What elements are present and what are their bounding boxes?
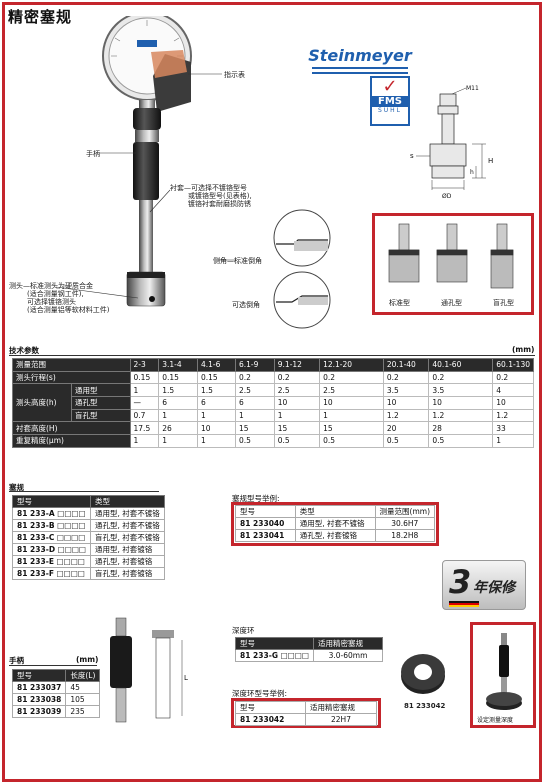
gauge-divider: [9, 491, 159, 492]
dim-H-label: H: [488, 157, 493, 165]
dimension-drawing: M11 s H h ØD: [410, 85, 493, 200]
table-row: 81 233-B □□□□通孔型, 衬套不镀铬: [12, 519, 165, 532]
brand-logo: Steinmeyer ✓ FMS SUHL: [306, 46, 414, 128]
dim-h-label: h: [470, 169, 474, 176]
probe-type-blind: 盲孔型: [493, 299, 514, 307]
callout-handle: 手柄: [86, 150, 100, 158]
callout-probe: 测头—标准测头为硬质合金 (适合测量钢工件), 可选择镀铬测头 (适合测量铝等软…: [9, 282, 110, 314]
dim-thread-label: M11: [466, 85, 479, 92]
warranty-text: 年保修: [473, 580, 515, 596]
table-row: 81 233-G □□□□3.0-60mm: [235, 649, 383, 662]
callout-sleeve: 衬套—可选择不镀铬型号 或镀铬型号(见表格), 镀铬衬套耐磨损防锈: [170, 184, 252, 208]
callout-indicator: 指示表: [224, 71, 245, 79]
dim-s-label: s: [410, 152, 414, 160]
depth-setting-illustration: [486, 633, 522, 710]
probe-type-through: 通孔型: [441, 299, 462, 307]
dim-od-label: ØD: [442, 193, 452, 200]
chamfer-detail-standard: [273, 209, 331, 267]
table-row: 81 233-D □□□□通用型, 衬套镀铬: [12, 543, 165, 556]
spec-section-title: 技术参数: [9, 346, 39, 355]
table-row: 81 233-F □□□□盲孔型, 衬套镀铬: [12, 567, 165, 580]
spec-unit: (mm): [512, 345, 535, 354]
brand-sub: FMS: [372, 96, 408, 107]
example-box: [231, 502, 439, 546]
gauge-section-title: 塞规: [9, 483, 24, 492]
handle-section-title: 手柄: [9, 656, 24, 665]
probe-type-standard: 标准型: [389, 299, 410, 307]
table-row: 81 233-E □□□□通孔型, 衬套镀铬: [12, 555, 165, 568]
table-row: 81 233-C □□□□盲孔型, 衬套不镀铬: [12, 531, 165, 544]
example-section-title: 塞规型号举例:: [232, 494, 280, 503]
depth-ring-illustration: [401, 654, 445, 694]
ring-part-number: 81 233042: [404, 702, 446, 710]
plug-gauge-illustration: [102, 16, 192, 307]
handle-unit: (mm): [76, 655, 99, 664]
page-title: 精密塞规: [8, 8, 73, 26]
chamfer-detail-optional: [273, 271, 331, 329]
flag-icon: [449, 601, 479, 607]
ring-section-title: 深度环: [232, 626, 255, 635]
probe-types-illustration: [388, 223, 514, 289]
callout-leaders: [55, 73, 236, 299]
depth-caption: 设定测量深度: [477, 717, 514, 724]
probe-types-box: 标准型 通孔型 盲孔型: [372, 213, 534, 315]
depth-setting-box: 设定测量深度: [470, 622, 536, 728]
handle-divider: [9, 665, 97, 666]
checkmark-icon: ✓: [382, 76, 398, 97]
ring-example-box: [231, 698, 381, 728]
spec-divider: [9, 355, 535, 356]
handle-illustration: L: [110, 617, 188, 723]
ring-table: 型号适用精密塞规 81 233-G □□□□3.0-60mm: [235, 637, 383, 662]
handle-dim-label: L: [184, 674, 188, 682]
gauge-table: 型号类型 81 233-A □□□□通用型, 衬套不镀铬 81 233-B □□…: [12, 495, 165, 580]
callout-optional-chamfer: 可选倒角: [232, 301, 260, 309]
warranty-number: 3: [449, 563, 472, 601]
warranty-badge: 3 年保修: [442, 560, 526, 610]
callout-chamfer: 侧角—标准倒角: [213, 257, 262, 265]
table-row: 81 233-A □□□□通用型, 衬套不镀铬: [12, 507, 165, 520]
brand-city: SUHL: [377, 107, 403, 114]
ring-example-section-title: 深度环型号举例:: [232, 689, 288, 698]
brand-name: Steinmeyer: [308, 46, 412, 65]
